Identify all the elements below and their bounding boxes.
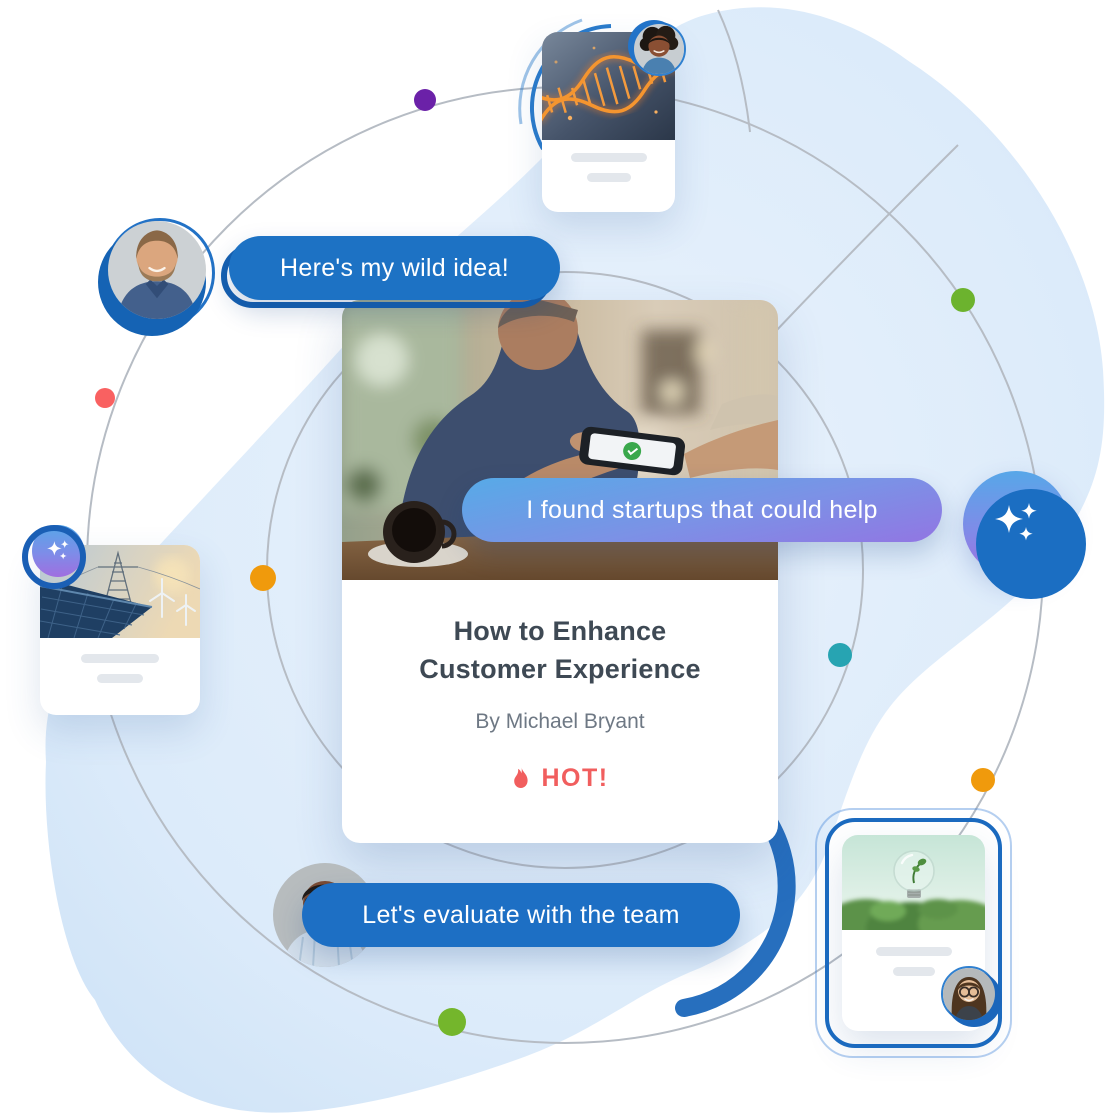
flame-icon <box>514 766 529 788</box>
placeholder-line <box>892 967 935 976</box>
idea-card-bulb[interactable] <box>815 808 1012 1058</box>
sparkles-icon <box>995 503 1037 541</box>
dot-red <box>95 388 115 408</box>
dot-orange-left <box>250 565 276 591</box>
dot-teal <box>828 643 852 667</box>
orbit-dots <box>95 89 995 1036</box>
avatar-designer <box>941 966 997 1022</box>
startups-text: I found startups that could help <box>526 495 878 524</box>
ai-sparkle-badge[interactable] <box>32 525 84 577</box>
avatar-ceo <box>105 218 215 328</box>
orbit-arc-dna <box>717 9 751 133</box>
evaluate-text: Let's evaluate with the team <box>362 900 680 929</box>
article-title: How to Enhance Customer Experience <box>419 616 701 684</box>
ai-sparkle-button[interactable] <box>963 471 1069 577</box>
startups-bubble: I found startups that could help <box>462 478 942 542</box>
avatar-researcher <box>632 22 686 76</box>
dot-orange-right <box>971 768 995 792</box>
dot-purple <box>414 89 436 111</box>
placeholder-line <box>81 654 159 663</box>
hot-badge: HOT! <box>342 764 778 793</box>
hot-badge-label: HOT! <box>541 764 609 792</box>
wild-idea-text: Here's my wild idea! <box>280 253 509 282</box>
orbit-arc-topright <box>774 144 959 333</box>
placeholder-line <box>570 153 647 162</box>
sparkles-icon <box>47 540 69 560</box>
bulb-image <box>842 835 985 930</box>
article-byline: By Michael Bryant <box>475 710 645 733</box>
evaluate-bubble: Let's evaluate with the team <box>302 883 740 947</box>
idea-card-dna[interactable] <box>542 32 675 212</box>
wild-idea-bubble: Here's my wild idea! <box>229 236 560 300</box>
dot-green-bottom <box>438 1008 466 1036</box>
placeholder-line <box>97 674 143 683</box>
placeholder-line <box>586 173 631 182</box>
dot-green-right <box>951 288 975 312</box>
placeholder-line <box>875 947 952 956</box>
article-card[interactable]: How to Enhance Customer Experience By Mi… <box>342 300 778 843</box>
